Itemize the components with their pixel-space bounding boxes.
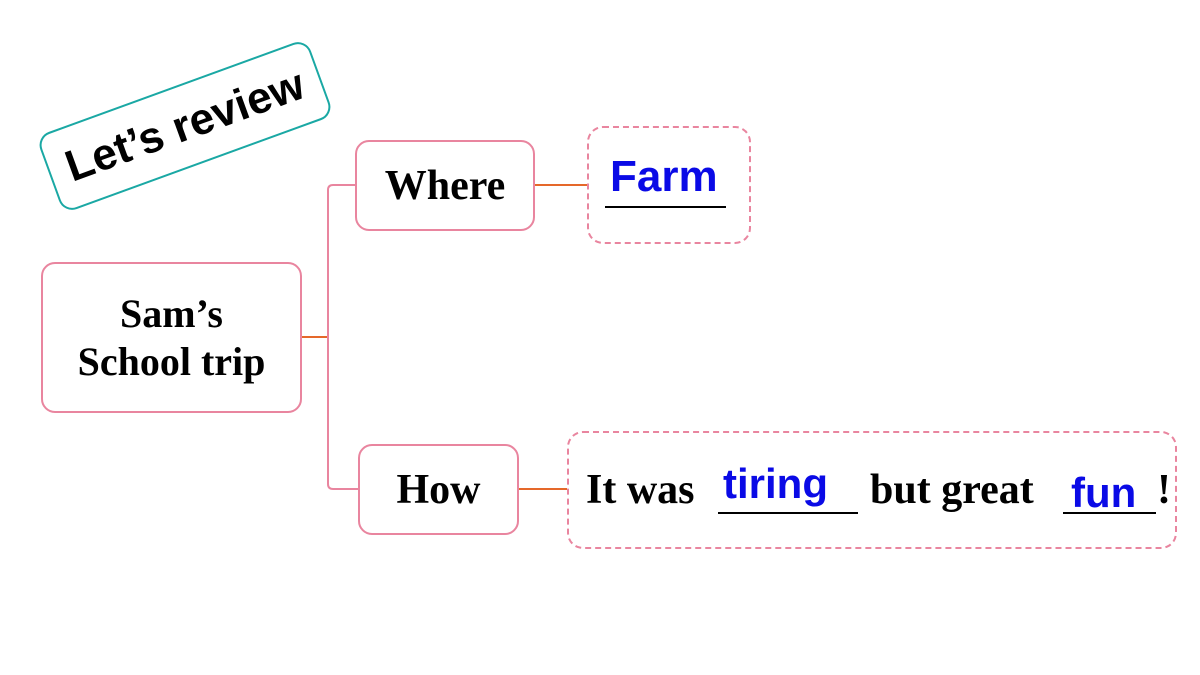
branch-node-where: Where: [355, 140, 535, 231]
where-answer-box: [587, 126, 751, 244]
where-answer-underline: [605, 206, 726, 208]
blank1-answer-text: tiring: [723, 460, 828, 507]
sentence-part1: It was: [586, 467, 695, 513]
branch-label-where: Where: [384, 162, 506, 209]
root-title-line2: School trip: [77, 338, 266, 384]
trunk-line: [327, 184, 358, 490]
branch-label-how: How: [396, 466, 481, 513]
blank2-underline: [1063, 512, 1156, 514]
blank1-underline: [718, 512, 858, 514]
root-title-line1: Sam’s: [120, 290, 223, 336]
how-answer-box: [567, 431, 1177, 549]
blank2-answer-text: fun: [1071, 469, 1137, 516]
branch-node-how: How: [358, 444, 519, 535]
sentence-part2: but great: [870, 467, 1034, 513]
where-answer-text: Farm: [610, 152, 718, 201]
sentence-end-mark: !: [1157, 467, 1171, 513]
root-node-sams-school-trip: Sam’s School trip: [41, 262, 302, 413]
